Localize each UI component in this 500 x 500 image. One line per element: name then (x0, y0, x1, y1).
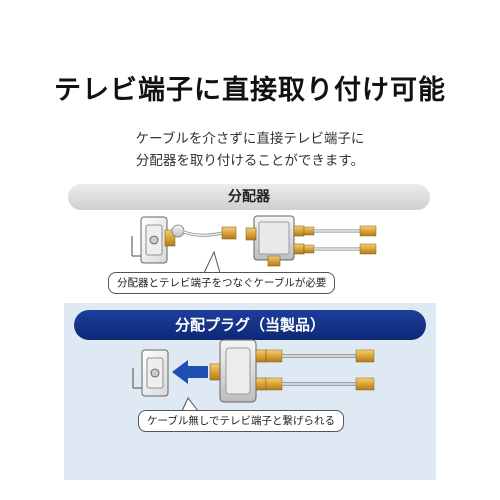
angled-plug-icon (164, 224, 185, 247)
output-cables-icon-bottom (265, 349, 375, 391)
arrow-left-icon (172, 360, 208, 384)
wall-outlet-icon-bottom (132, 349, 169, 397)
splitter-plug-icon (209, 339, 267, 403)
description-line-2: 分配器を取り付けることができます。 (135, 153, 365, 169)
page-title: テレビ端子に直接取り付け可能 (54, 75, 446, 106)
section-header-splitter: 分配器 (68, 184, 430, 210)
wall-outlet-icon (131, 216, 168, 264)
callout-pointer (203, 250, 221, 274)
description-line-1: ケーブルを介さずに直接テレビ端子に (135, 131, 365, 147)
callout-cable-required: 分配器とテレビ端子をつなぐケーブルが必要 (108, 272, 336, 294)
output-cables-icon (303, 225, 377, 255)
coax-cable-icon (183, 226, 237, 240)
section-header-splitter-plug: 分配プラグ（当製品） (74, 310, 426, 340)
splitter-icon (245, 215, 305, 267)
callout-no-cable: ケーブル無しでテレビ端子と繋げられる (138, 410, 345, 432)
description: ケーブルを介さずに直接テレビ端子に 分配器を取り付けることができます。 (0, 128, 500, 172)
